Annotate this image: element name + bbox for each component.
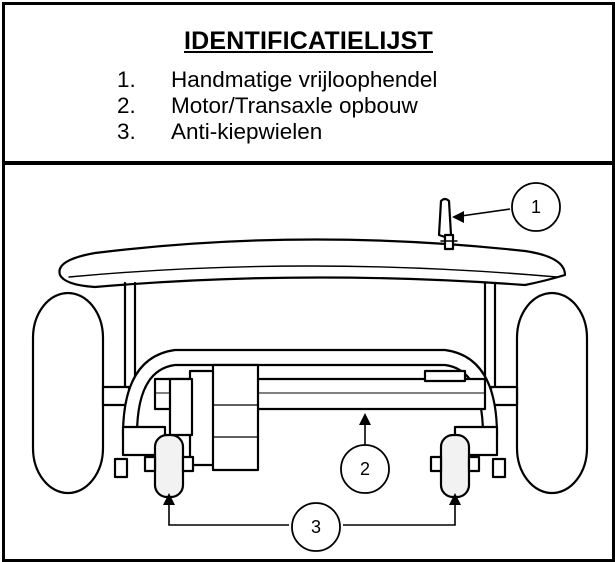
list-item: 3. Anti-kiepwielen	[117, 119, 437, 145]
list-item-label: Motor/Transaxle opbouw	[171, 93, 418, 118]
identification-header: IDENTIFICATIELIJST 1. Handmatige vrijloo…	[5, 5, 612, 165]
callout-3-label: 3	[311, 517, 321, 537]
callout-1	[511, 182, 561, 232]
callout-3	[291, 502, 341, 552]
seat-shape	[58, 238, 567, 289]
list-item-label: Handmatige vrijloophendel	[171, 67, 438, 92]
left-drive-wheel	[31, 291, 105, 495]
freewheel-lever	[437, 197, 453, 239]
callout-2	[340, 444, 390, 494]
list-item: 1. Handmatige vrijloophendel	[117, 67, 437, 93]
identification-title: IDENTIFICATIELIJST	[184, 27, 433, 55]
list-item-number: 2.	[117, 93, 136, 118]
anti-tip-wheel-left	[153, 433, 185, 499]
callout-2-label: 2	[360, 459, 370, 479]
list-item-label: Anti-kiepwielen	[171, 119, 323, 144]
anti-tip-wheel-right	[439, 433, 471, 499]
list-item-number: 3.	[117, 119, 136, 144]
wheelchair-drive-illustration: 1 2 3	[31, 182, 589, 552]
identification-list: 1. Handmatige vrijloophendel 2. Motor/Tr…	[117, 67, 437, 145]
callout-1-label: 1	[531, 197, 541, 217]
list-item-number: 1.	[117, 67, 136, 92]
right-drive-wheel	[515, 291, 589, 495]
list-item: 2. Motor/Transaxle opbouw	[117, 93, 437, 119]
